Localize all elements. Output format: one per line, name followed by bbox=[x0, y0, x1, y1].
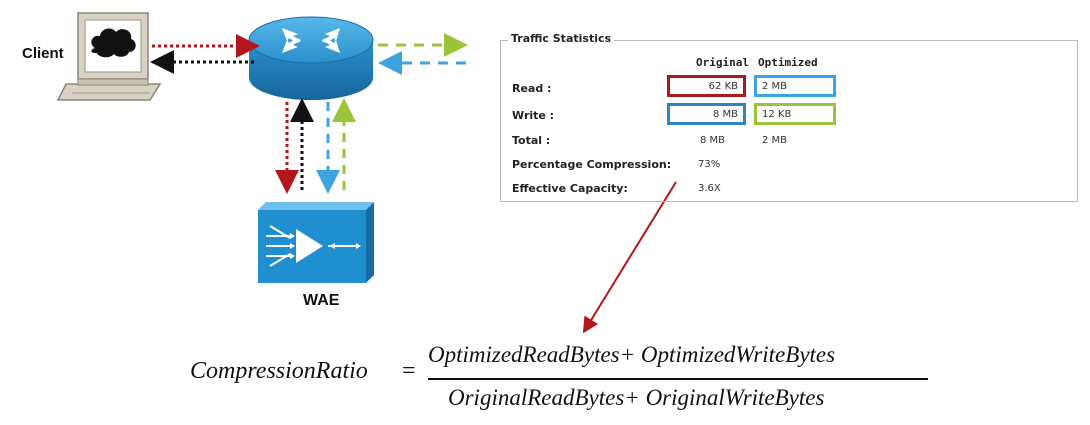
formula-equals: = bbox=[402, 358, 416, 384]
traffic-statistics-panel bbox=[500, 40, 1078, 202]
total-optimized-value: 2 MB bbox=[762, 135, 788, 146]
read-row-label: Read : bbox=[512, 82, 552, 95]
write-original-value: 8 MB bbox=[667, 103, 746, 125]
traffic-statistics-title: Traffic Statistics bbox=[508, 32, 615, 45]
formula-numerator: OptimizedReadBytes+ OptimizedWriteBytes bbox=[428, 342, 836, 367]
column-header-optimized: Optimized bbox=[758, 56, 818, 69]
formula-lhs: CompressionRatio bbox=[190, 358, 368, 384]
formula-denominator: OriginalReadBytes+ OriginalWriteBytes bbox=[448, 385, 825, 410]
wae-label: WAE bbox=[303, 292, 340, 309]
effective-capacity-label: Effective Capacity: bbox=[512, 182, 628, 195]
percentage-compression-label: Percentage Compression: bbox=[512, 158, 672, 171]
client-label: Client bbox=[22, 45, 64, 62]
write-row-label: Write : bbox=[512, 109, 555, 122]
router-icon bbox=[248, 16, 374, 100]
write-optimized-value: 12 KB bbox=[754, 103, 836, 125]
effective-capacity-value: 3.6X bbox=[698, 183, 721, 194]
read-optimized-value: 2 MB bbox=[754, 75, 836, 97]
column-header-original: Original bbox=[696, 56, 749, 69]
read-original-value: 62 KB bbox=[667, 75, 746, 97]
total-row-label: Total : bbox=[512, 134, 551, 147]
wae-device-icon bbox=[258, 202, 374, 283]
percentage-compression-value: 73% bbox=[698, 159, 721, 170]
client-computer-icon bbox=[56, 12, 162, 101]
formula-fraction-bar bbox=[428, 378, 928, 380]
compression-pointer-arrow bbox=[582, 181, 677, 334]
total-original-value: 8 MB bbox=[700, 135, 726, 146]
